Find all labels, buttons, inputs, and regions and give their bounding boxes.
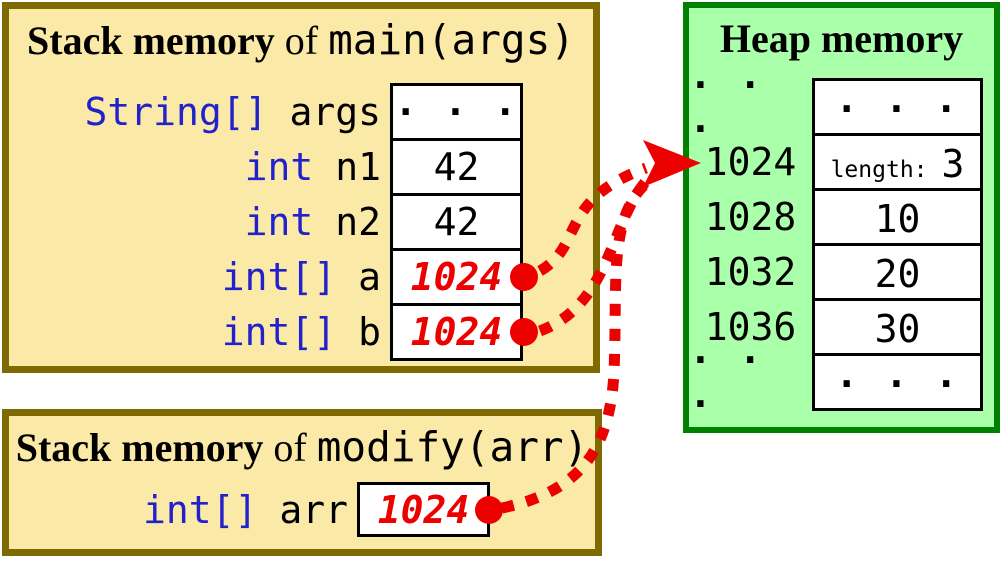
variable-type: int[] <box>142 487 258 532</box>
pointer-value: 1024 <box>377 487 470 532</box>
heap-address: 1036 <box>704 305 797 349</box>
heap-address: 1028 <box>704 195 797 239</box>
heap-row-1024: 1024 length: 3 <box>689 133 983 191</box>
variable-label: int[] a <box>9 248 390 306</box>
stack-row-b: int[] b 1024 <box>9 303 523 361</box>
heap-address: 1024 <box>704 140 797 184</box>
cell-value: · · · <box>835 362 960 406</box>
variable-label: String[] args <box>9 83 390 141</box>
modify-stack-title: Stack memory of modify(arr) <box>9 424 595 471</box>
variable-type: int <box>244 200 314 244</box>
variable-type: int[] <box>221 310 337 354</box>
heap-cell: · · · <box>812 78 983 136</box>
length-label: length: <box>830 157 928 183</box>
stack-row-args: String[] args · · · <box>9 83 523 141</box>
variable-type: int <box>244 145 314 189</box>
variable-label: int[] arr <box>9 482 357 537</box>
heap-address: 1032 <box>704 250 797 294</box>
main-stack-table: String[] args · · · int n1 42 int n2 42 int… <box>9 83 523 361</box>
main-stack-title: Stack memory of main(args) <box>9 17 593 64</box>
memory-cell: 1024 <box>390 248 523 306</box>
variable-name: b <box>358 310 381 354</box>
heap-address: · · · <box>689 338 764 426</box>
variable-name: arr <box>279 487 348 532</box>
title-of: of <box>263 425 317 470</box>
title-heap-memory: Heap memory <box>719 16 964 61</box>
heap-cell: · · · <box>812 353 983 411</box>
pointer-value: 1024 <box>410 255 503 299</box>
cell-value: · · · <box>835 87 960 131</box>
stack-row-n2: int n2 42 <box>9 193 523 251</box>
variable-name: a <box>358 255 381 299</box>
variable-name: n2 <box>335 200 381 244</box>
cell-value: 10 <box>874 197 921 241</box>
cell-value: 42 <box>433 200 480 244</box>
heap-row: · · · · · · <box>689 63 983 151</box>
heap-cell: 10 <box>812 188 983 246</box>
heap-box: Heap memory · · · · · · 1024 length: 3 10… <box>683 2 1000 433</box>
title-modify-arr: modify(arr) <box>316 423 589 471</box>
stack-row-n1: int n1 42 <box>9 138 523 196</box>
title-of: of <box>274 18 329 63</box>
stack-row-a: int[] a 1024 <box>9 248 523 306</box>
title-stack-memory: Stack memory <box>15 425 264 470</box>
variable-label: int n2 <box>9 193 390 251</box>
heap-row-1032: 1032 20 <box>689 243 983 301</box>
heap-cell: length: 3 <box>812 133 983 191</box>
cell-value: 3 <box>941 142 965 186</box>
memory-cell: 1024 <box>357 482 490 537</box>
title-main-args: main(args) <box>328 16 575 64</box>
heap-row-1028: 1028 10 <box>689 188 983 246</box>
heap-cell: 30 <box>812 298 983 356</box>
variable-type: int[] <box>221 255 337 299</box>
heap-row: · · · · · · <box>689 338 983 426</box>
memory-cell: 42 <box>390 193 523 251</box>
modify-stack-frame-box: Stack memory of modify(arr) int[] arr 102… <box>2 409 602 556</box>
heap-title: Heap memory <box>689 16 994 62</box>
heap-address: · · · <box>689 63 764 151</box>
cell-value: 20 <box>874 252 921 296</box>
variable-name: args <box>289 90 381 134</box>
memory-cell: 1024 <box>390 303 523 361</box>
heap-cell: 20 <box>812 243 983 301</box>
memory-cell: · · · <box>390 83 523 141</box>
stack-row-arr: int[] arr 1024 <box>9 482 490 537</box>
cell-value: 42 <box>433 145 480 189</box>
cell-value: · · · <box>394 90 519 134</box>
title-stack-memory: Stack memory <box>27 18 275 63</box>
variable-name: n1 <box>335 145 381 189</box>
cell-value: 30 <box>874 307 921 351</box>
memory-cell: 42 <box>390 138 523 196</box>
variable-label: int n1 <box>9 138 390 196</box>
variable-label: int[] b <box>9 303 390 361</box>
main-stack-frame-box: Stack memory of main(args) String[] args … <box>2 2 600 373</box>
variable-type: String[] <box>84 90 268 134</box>
heap-table: · · · · · · 1024 length: 3 1028 10 1032 2… <box>689 63 983 426</box>
heap-row-1036: 1036 30 <box>689 298 983 356</box>
pointer-value: 1024 <box>410 310 503 354</box>
